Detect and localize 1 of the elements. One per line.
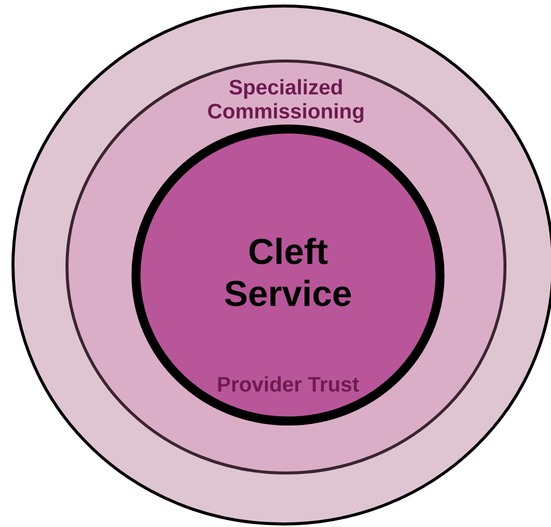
ring-label: Specialized Commissioning — [208, 79, 364, 123]
